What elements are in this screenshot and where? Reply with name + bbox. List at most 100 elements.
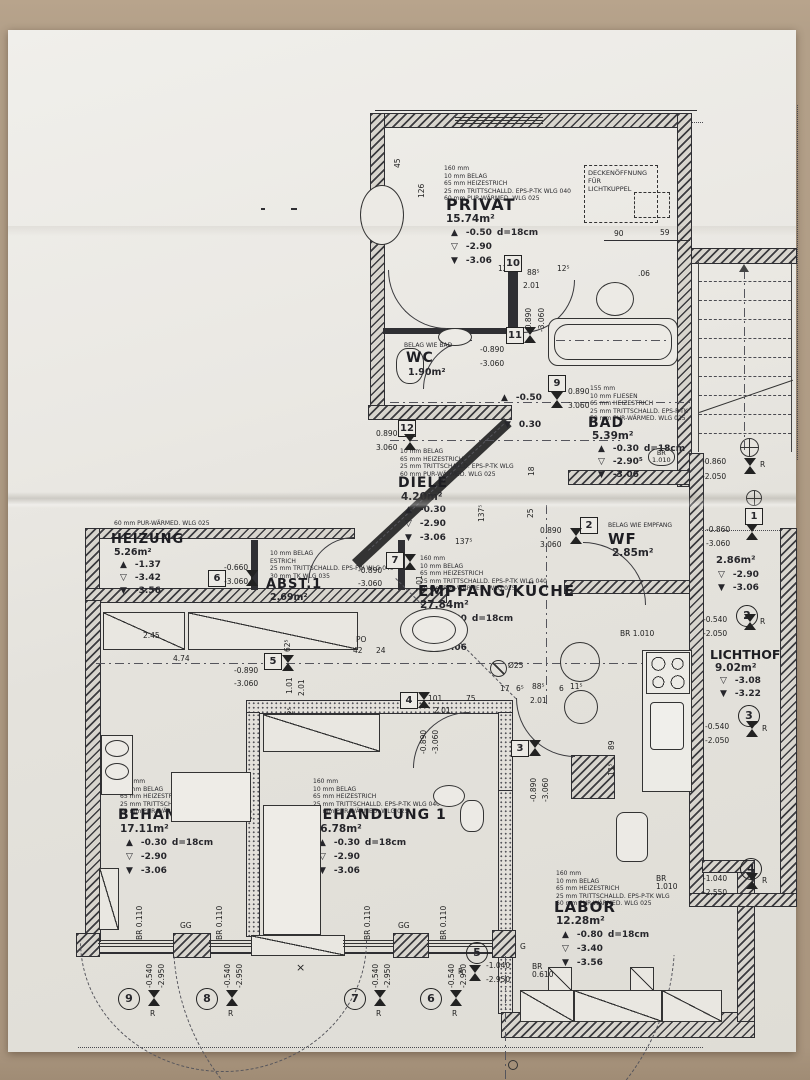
ceiling-opening-box bbox=[584, 165, 658, 223]
door-marker-5: 5 bbox=[264, 653, 282, 670]
wall-lichthof-right bbox=[780, 528, 797, 907]
d12-bowtie bbox=[404, 434, 416, 450]
labor-sill-a bbox=[520, 990, 574, 1022]
po-label: PO bbox=[356, 635, 367, 644]
level-icon bbox=[405, 533, 415, 543]
axis-main-horizontal bbox=[96, 663, 696, 664]
d12-level-b: 3.060 bbox=[376, 443, 398, 452]
drain-symbol bbox=[490, 660, 507, 677]
d7-level-a: -0.890 bbox=[358, 566, 383, 575]
pier-gg-2 bbox=[393, 933, 429, 958]
room-name-wf: WF bbox=[608, 530, 637, 548]
door-marker-6: 6 bbox=[208, 570, 226, 587]
basin-bad bbox=[596, 282, 634, 316]
sill-beh1-top bbox=[263, 714, 380, 752]
d9-bowtie bbox=[551, 392, 563, 408]
level-icon bbox=[504, 420, 514, 430]
ceiling-opening-inner bbox=[634, 192, 670, 218]
dim-115: 11⁵ bbox=[570, 682, 583, 691]
d1-level-a: -0.860 bbox=[706, 525, 731, 534]
sink-privat-left bbox=[360, 185, 404, 245]
wall-shaft-kitchen bbox=[571, 755, 615, 799]
dim-17: 17 bbox=[500, 684, 510, 693]
dim-885b: 88⁵ bbox=[532, 682, 545, 691]
beh2-basin-a bbox=[105, 740, 129, 757]
kitchen-sink bbox=[650, 702, 684, 750]
door-marker-1: 1 bbox=[745, 508, 763, 525]
sill-beh2-window bbox=[99, 868, 119, 930]
wall-beh-divider bbox=[246, 712, 260, 937]
c8-level-a: -0.540 bbox=[223, 963, 232, 988]
wall-tub-alcove bbox=[295, 208, 297, 210]
room-area-wf: 2.85m² bbox=[612, 547, 654, 559]
c2-level-b: -2.050 bbox=[703, 629, 728, 638]
dim-89: 89 bbox=[607, 740, 616, 750]
level-icon bbox=[126, 866, 136, 876]
d5-level-b: -3.060 bbox=[234, 679, 259, 688]
sill-empfang-b bbox=[188, 612, 358, 650]
wall-right-building bbox=[689, 453, 704, 895]
door-marker-10: 10 bbox=[504, 255, 522, 272]
c5-level-b: -2.950 bbox=[486, 975, 511, 984]
wc-level-b: -3.060 bbox=[537, 307, 546, 332]
level-icon bbox=[120, 573, 130, 583]
wall-tub-shelf bbox=[263, 208, 265, 210]
dim-42: 42 bbox=[353, 646, 363, 655]
level-icon bbox=[501, 393, 511, 403]
level-icon bbox=[405, 519, 415, 529]
d9-level-b: 3.060 bbox=[568, 401, 590, 410]
door6-level-a: -0.660 bbox=[224, 563, 249, 572]
basin-empfang-inner bbox=[412, 616, 456, 644]
c3-level-a: -0.540 bbox=[705, 722, 730, 731]
dim-126: 126 bbox=[417, 183, 426, 198]
level-icon bbox=[598, 444, 608, 454]
labor-corner-b bbox=[630, 967, 654, 991]
level-icon bbox=[562, 930, 572, 940]
door-marker-3: 3 bbox=[511, 740, 529, 757]
c5-level-a: -1.040 bbox=[486, 961, 511, 970]
c8-br: BR 0.110 bbox=[215, 905, 224, 940]
c7-bowtie bbox=[374, 990, 386, 1006]
dim-65: 6⁵ bbox=[516, 684, 524, 693]
gg-label-1: GG bbox=[180, 921, 192, 930]
c4-bowtie bbox=[746, 873, 758, 889]
axis-corridor bbox=[390, 402, 690, 403]
axis-circle-6: 6 bbox=[420, 988, 442, 1010]
room-name-abst: ABST.1 bbox=[266, 577, 323, 592]
d9-level-a: 0.890 bbox=[568, 387, 590, 396]
gg-label-2: GG bbox=[398, 921, 410, 930]
kitchen-br-label: BR 1.010 bbox=[620, 629, 655, 638]
c8-r: R bbox=[228, 1009, 234, 1018]
axis-circle-9: 9 bbox=[118, 988, 140, 1010]
dim-885: 88⁵ bbox=[527, 268, 540, 277]
wall-stair-head bbox=[691, 248, 797, 264]
c7-r: R bbox=[376, 1009, 382, 1018]
lichthof-top-line bbox=[702, 530, 782, 531]
paper-shade bbox=[8, 226, 796, 236]
door-marker-11: 11 bbox=[506, 327, 524, 344]
d4-level-a: -0.890 bbox=[419, 729, 428, 754]
room-area-heizung: 5.26m² bbox=[114, 547, 152, 558]
room-area-wc: 1.90m² bbox=[408, 367, 446, 378]
room-area-labor: 12.28m² bbox=[556, 915, 605, 927]
wall-beh-top bbox=[246, 700, 513, 714]
labor-sill-b bbox=[574, 990, 662, 1022]
dim-6: 6 bbox=[559, 684, 564, 693]
room-name-bad: BAD bbox=[588, 415, 625, 431]
swing-arc-left bbox=[80, 941, 367, 1072]
dim-75: 75 bbox=[466, 694, 476, 703]
beh2-basin-b bbox=[105, 763, 129, 780]
dim-125b: 12⁵ bbox=[557, 264, 570, 273]
room-name-beh1: BEHANDLUNG 1 bbox=[311, 807, 447, 823]
axis-bad bbox=[390, 440, 620, 441]
room-area-privat: 15.74m² bbox=[446, 213, 495, 225]
wall-wf-bottom bbox=[564, 580, 702, 594]
c2-level-a: -0.540 bbox=[703, 615, 728, 624]
d7-level-b: -3.060 bbox=[358, 579, 383, 588]
c8-bowtie bbox=[226, 990, 238, 1006]
